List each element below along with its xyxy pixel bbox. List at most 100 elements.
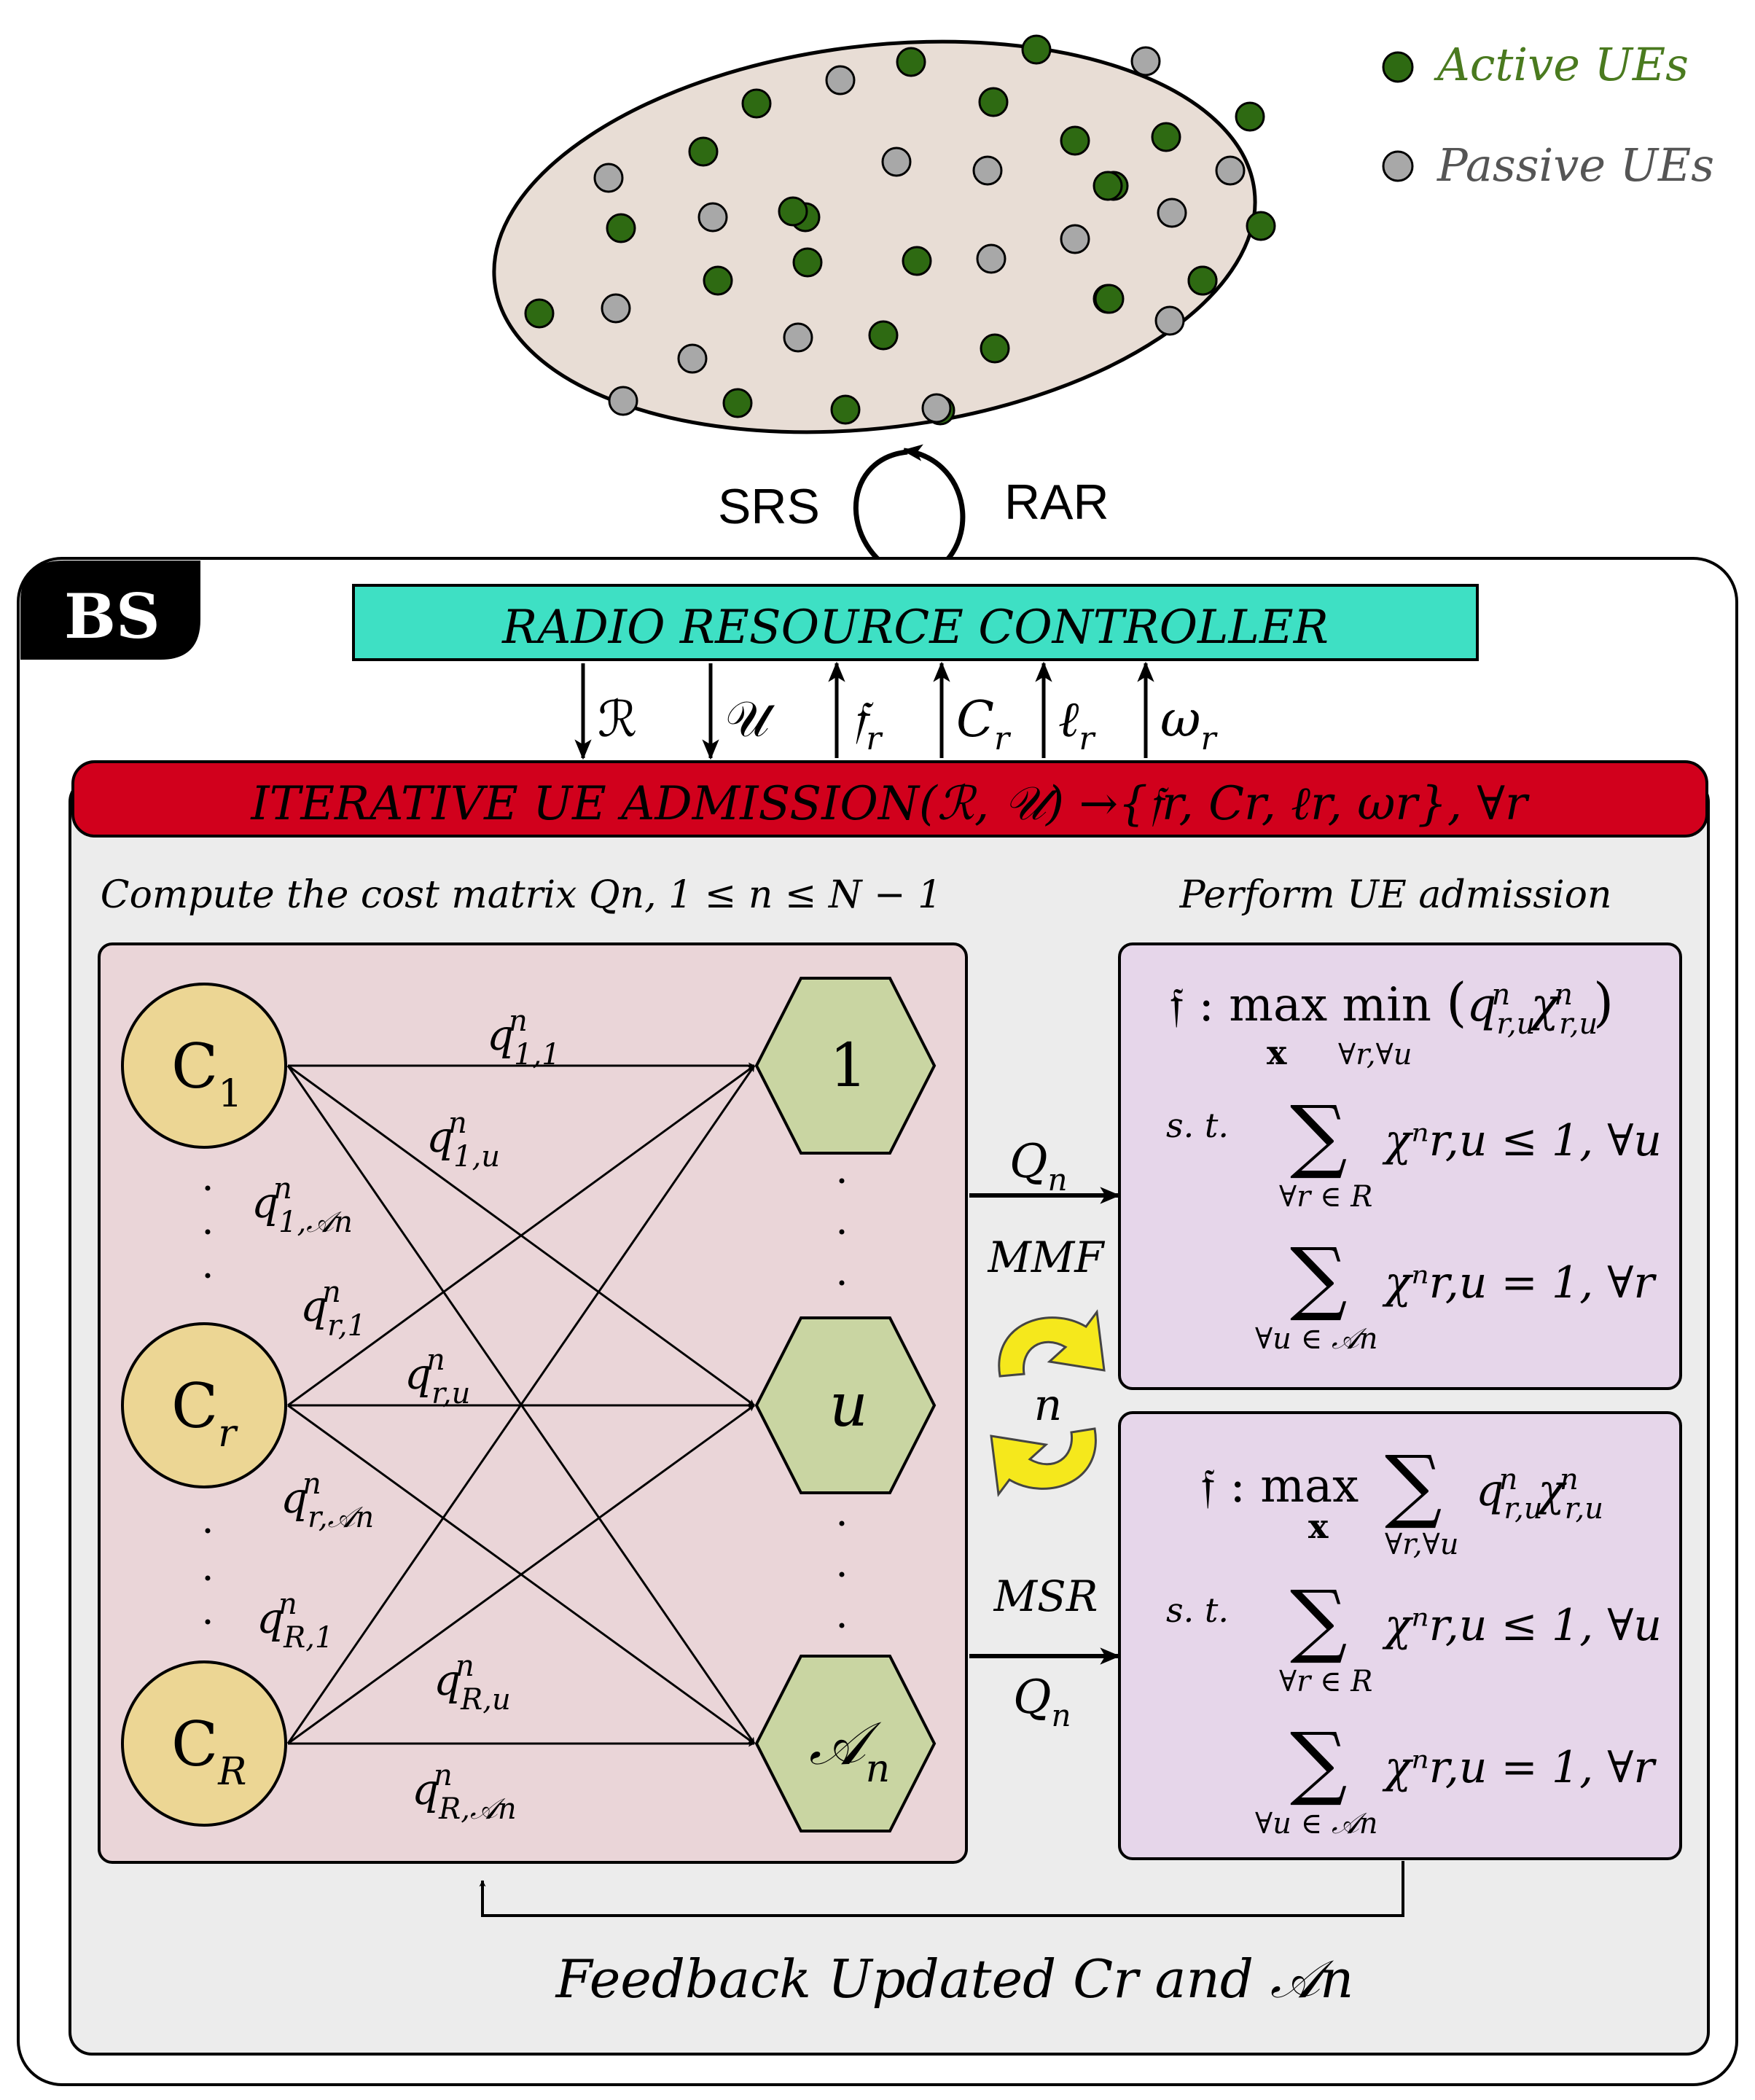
qn-arrows: Qn MMF MSR Qn (969, 1135, 1121, 1733)
bipartite-edges (286, 1062, 756, 1747)
feedback-arrow (479, 1861, 1404, 1917)
cluster-node (121, 1660, 287, 1827)
msr-st: s. t. (1166, 1590, 1229, 1630)
rrc-arrow-label: ℓr (1058, 691, 1096, 757)
active-ue-dot (1060, 125, 1090, 156)
edge-weight-label: qr,un (404, 1343, 470, 1410)
ue-node (754, 977, 937, 1155)
ue-dots (524, 34, 1276, 426)
edge-weight-label: qR,𝒜nn (412, 1759, 517, 1826)
edge-weight-label: q1,un (426, 1106, 500, 1174)
legend-passive-label: Passive UEs (1437, 138, 1714, 192)
cluster-label: C1 (171, 1031, 242, 1116)
active-ue-dot (741, 88, 772, 119)
active-ue-dot (1246, 211, 1276, 241)
passive-ue-dot (1215, 155, 1246, 186)
ue-node (754, 1655, 937, 1832)
passive-ue-dot (601, 293, 631, 324)
passive-ue-dot (677, 343, 708, 374)
edge-weight-label: qr,𝒜nn (281, 1467, 374, 1534)
rrc-title: RADIO RESOURCE CONTROLLER (501, 601, 1329, 655)
passive-ue-dot (881, 147, 912, 177)
vertical-dot (839, 1178, 845, 1184)
passive-ue-dot (783, 322, 813, 353)
active-ue-dot (722, 388, 753, 418)
rrc-arrow-label: 𝔣r (851, 691, 883, 757)
passive-ue-dot (697, 202, 728, 233)
msr-c2: χⁿr,u = 1, ∀r (1382, 1742, 1657, 1793)
vertical-dot (839, 1280, 845, 1286)
msr-obj-under-ru: ∀r,∀u (1385, 1528, 1458, 1561)
active-ue-dot (902, 246, 932, 276)
edge-weight-label: qR,un (434, 1650, 511, 1717)
active-ue-dot (1235, 101, 1265, 132)
legend-active-label: Active UEs (1434, 38, 1689, 91)
active-ue-dot (980, 333, 1010, 364)
active-ue-dot (896, 47, 926, 77)
msr-sum1: ∑ (1290, 1573, 1348, 1666)
edge-weight-label: q1,𝒜nn (251, 1172, 353, 1239)
mmf-sum1: ∑ (1290, 1088, 1348, 1182)
ue-label: 1 (829, 1031, 867, 1101)
mmf-c1-under: ∀r ∈ R (1279, 1180, 1372, 1214)
edge-labels: q1,1nq1,unq1,𝒜nnqr,1nqr,unqr,𝒜nnqR,1nqR,… (251, 1004, 560, 1826)
ue-label: u (829, 1371, 868, 1440)
vertical-dot (205, 1229, 211, 1235)
bs-tag (20, 561, 200, 660)
loop-arrow-bottom (990, 1427, 1097, 1497)
vertical-dot (205, 1619, 211, 1625)
vertical-dot (205, 1528, 211, 1534)
passive-ue-dot (1157, 198, 1187, 228)
msr-obj-under-x: x (1308, 1507, 1329, 1546)
mmf-obj-under-x: x (1267, 1033, 1287, 1072)
passive-ue-dot (1154, 305, 1185, 336)
mmf-c2: χⁿr,u = 1, ∀r (1382, 1257, 1657, 1308)
active-ue-dot (778, 196, 808, 227)
active-ue-dot (1021, 34, 1052, 65)
mmf-obj-under-ru: ∀r,∀u (1338, 1038, 1412, 1072)
active-ue-dot (703, 265, 733, 296)
rar-label: RAR (1004, 475, 1109, 530)
msr-sum-obj: ∑ (1385, 1438, 1442, 1531)
iteration-loop: n (990, 1309, 1106, 1497)
feedback-label: Feedback Updated Cr and 𝒜n (555, 1948, 1354, 2010)
active-ue-dot (868, 320, 899, 351)
ue-node (754, 1316, 937, 1494)
loop-arrow-top (998, 1309, 1106, 1378)
cluster-label: CR (171, 1709, 246, 1794)
cluster-node (121, 1322, 287, 1488)
active-ue-dot (688, 136, 719, 167)
passive-ue-dot (972, 155, 1003, 186)
msr-c1-under: ∀r ∈ R (1279, 1665, 1372, 1698)
cluster-label: Cr (171, 1370, 238, 1456)
msr-objective-head: 𝔣 : max (1201, 1459, 1359, 1513)
passive-ue-dot (1130, 46, 1161, 77)
msr-c1: χⁿr,u ≤ 1, ∀u (1382, 1600, 1662, 1651)
passive-ue-dot (1060, 224, 1090, 254)
vertical-dot (839, 1623, 845, 1628)
passive-ue-dot (921, 393, 952, 423)
mmf-panel (1118, 942, 1682, 1390)
passive-ue-dot (608, 386, 638, 416)
loop-label: n (1034, 1380, 1063, 1431)
edge-weight-label: q1,1n (487, 1004, 560, 1072)
admission-title: ITERATIVE UE ADMISSION(ℛ, 𝒰) →{𝔣r, Cr, ℓ… (250, 777, 1530, 831)
mmf-c1: χⁿr,u ≤ 1, ∀u (1382, 1115, 1662, 1166)
legend-active-dot (1382, 51, 1414, 83)
active-ue-dot (1187, 265, 1218, 296)
edge-weight-label: qR,1n (257, 1588, 333, 1655)
rrc-arrow-label: ωr (1160, 691, 1218, 757)
admission-caption: Perform UE admission (1179, 873, 1612, 917)
vertical-dots (205, 1178, 845, 1628)
cost-panel (98, 942, 968, 1864)
cost-caption: Compute the cost matrix Qn, 1 ≤ n ≤ N − … (101, 873, 942, 917)
rrc-arrow-label: ℛ (598, 691, 637, 749)
msr-c2-under: ∀u ∈ 𝒜n (1255, 1807, 1378, 1841)
legend-passive-dot (1382, 150, 1414, 182)
